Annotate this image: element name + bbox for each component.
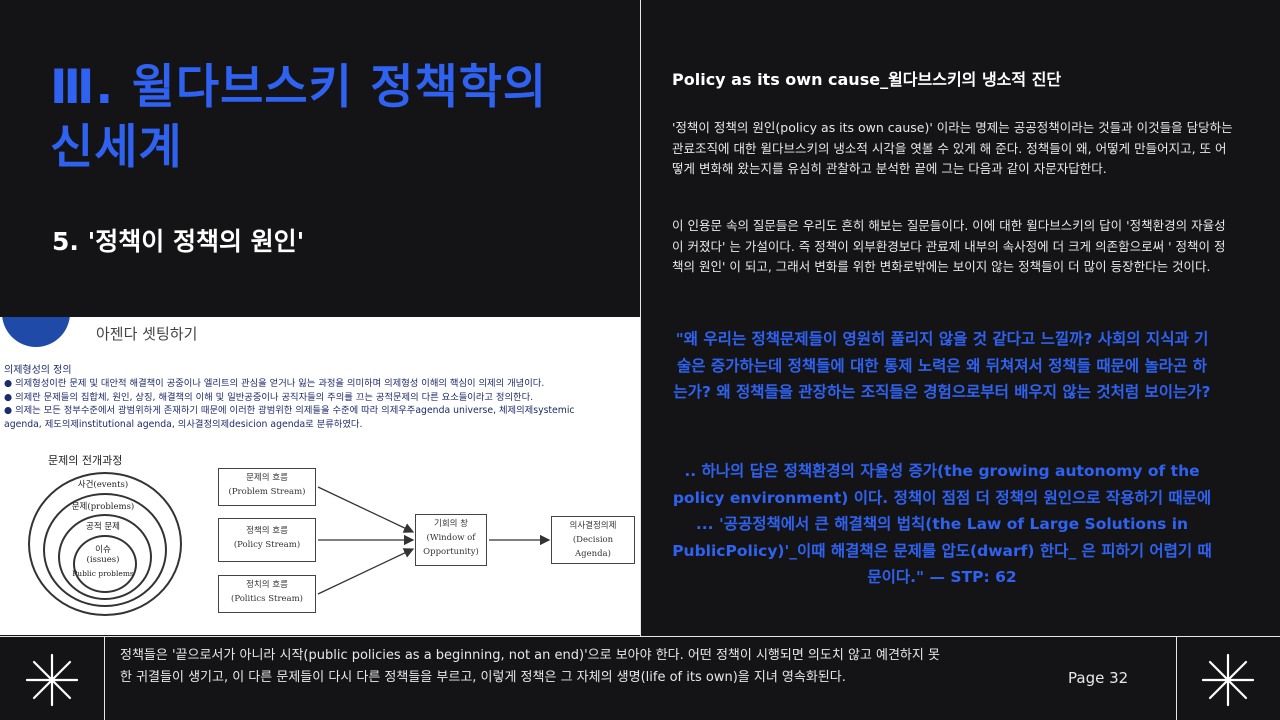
diagram-title: 문제의 전개과정 — [48, 454, 123, 467]
box-label-en: (Politics Stream) — [231, 594, 303, 604]
quote-block-1: "왜 우리는 정책문제들이 영원히 풀리지 않을 것 같다고 느낄까? 사회의 … — [673, 330, 1211, 401]
right-paragraph-1: '정책이 정책의 원인(policy as its own cause)' 이라… — [672, 120, 1233, 176]
definition-item: ● 의제는 모든 정부수준에서 광범위하게 존재하기 때문에 이러한 광범위한 … — [4, 405, 575, 416]
definition-item: agenda, 제도의제institutional agenda, 의사결정의제… — [4, 418, 363, 430]
box-label-en: (Decision — [572, 535, 614, 545]
ring-problems — [43, 493, 167, 607]
ring-events — [28, 472, 182, 616]
agenda-setting-image: 아젠다 셋팅하기 의제형성의 정의 ● 의제형성이란 문제 및 대안적 해결책이… — [0, 317, 640, 635]
title-line-2: 신세계 — [50, 120, 183, 175]
problem-stream-box: 문제의 흐름 (Problem Stream) — [218, 468, 316, 506]
box-label: 정책의 흐름 — [246, 526, 288, 536]
diagram-arrows — [317, 486, 551, 595]
definition-item: ● 의제형성이란 문제 및 대안적 해결책이 공중이나 엘리트의 관심을 얻거나… — [4, 378, 545, 389]
footer-divider — [0, 636, 1280, 637]
image-heading: 아젠다 셋팅하기 — [96, 325, 198, 343]
vertical-divider — [640, 0, 641, 636]
definition-title: 의제형성의 정의 — [4, 365, 72, 376]
ring-issues — [73, 535, 137, 593]
slide-subtitle: 5. '정책이 정책의 원인' — [52, 227, 305, 256]
ring-public-problems — [58, 514, 152, 600]
decision-agenda-box: 의사결정의제 (Decision Agenda) — [551, 516, 635, 564]
box-label: 의사결정의제 — [569, 521, 617, 531]
asterisk-star-icon — [1201, 653, 1255, 707]
box-label-en: (Problem Stream) — [228, 487, 306, 497]
arrow-politics-to-window — [317, 548, 415, 595]
page-number: Page 32 — [1068, 669, 1129, 687]
footer-right-divider — [1176, 636, 1177, 720]
box-label-en: Opportunity) — [423, 547, 479, 557]
right-paragraph-2: 이 인용문 속의 질문들은 우리도 흔히 해보는 질문들이다. 이에 대한 윌다… — [672, 218, 1226, 274]
window-of-opportunity-box: 기회의 창 (Window of Opportunity) — [415, 514, 487, 566]
ring-label-public: 공적 문제 — [86, 522, 120, 532]
quote-block-2: .. 하나의 답은 정책환경의 자율성 증가(the growing auton… — [672, 462, 1212, 586]
arrow-problem-to-window — [317, 486, 415, 533]
box-label: 문제의 흐름 — [246, 473, 288, 483]
ring-label-issues-en: (issues) — [86, 555, 120, 565]
ring-label-events: 사건(events) — [77, 480, 129, 490]
politics-stream-box: 정치의 흐름 (Politics Stream) — [218, 575, 316, 613]
right-heading: Policy as its own cause_윌다브스키의 냉소적 진단 — [672, 70, 1062, 89]
footer-text: 정책들은 '끝으로서가 아니라 시작(public policies as a … — [120, 648, 940, 685]
definition-item: ● 의제란 문제들의 집합체, 원인, 상징, 해결책의 이해 및 일반공중이나… — [4, 391, 534, 403]
slide-title: Ⅲ. 윌다브스키 정책학의 신세계 — [50, 58, 630, 178]
ring-label-public-problems: Public problems — [72, 569, 134, 578]
definition-list: ● 의제형성이란 문제 및 대안적 해결책이 공중이나 엘리트의 관심을 얻거나… — [4, 377, 640, 431]
box-label: 정치의 흐름 — [246, 580, 288, 590]
box-label-en: (Policy Stream) — [233, 540, 301, 550]
title-line-1: Ⅲ. 윌다브스키 정책학의 — [50, 60, 548, 115]
box-label-en: Agenda) — [575, 549, 611, 559]
footer-left-divider — [104, 636, 105, 720]
asterisk-star-icon — [25, 653, 79, 707]
box-label-en: (Window of — [426, 533, 476, 543]
ring-label-problems: 문제(problems) — [71, 502, 135, 512]
ring-label-issues: 이슈 — [95, 545, 111, 555]
box-label: 기회의 창 — [434, 519, 468, 529]
policy-stream-box: 정책의 흐름 (Policy Stream) — [218, 518, 316, 562]
